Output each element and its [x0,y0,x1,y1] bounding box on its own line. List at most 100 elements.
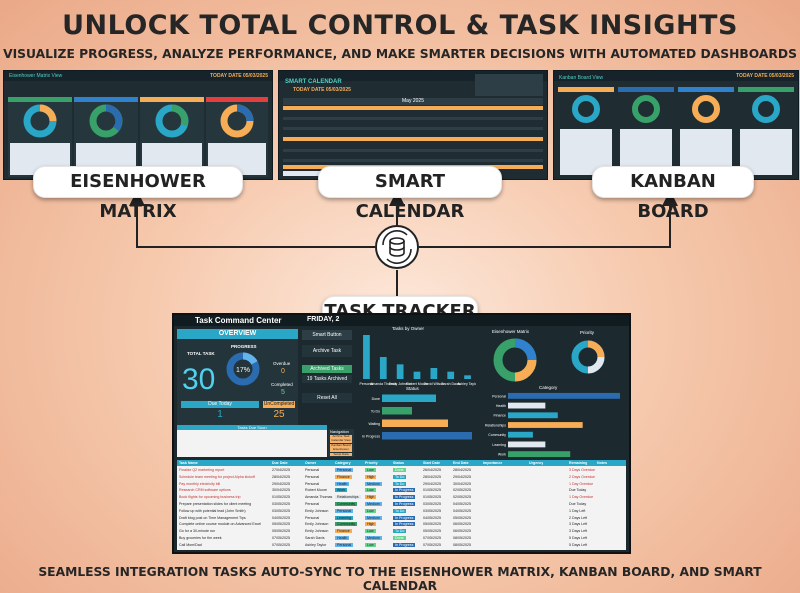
task-cell: Prepare presentation slides for client m… [179,502,252,506]
bar [508,402,546,409]
bar [382,407,412,415]
priority-title: Priority [580,330,595,335]
nav-item[interactable]: Archive Task [330,434,352,439]
task-cell: Medium [365,481,382,486]
task-cell: Low [365,508,376,513]
task-cell: High [365,495,377,500]
progress-label: PROGRESS [231,344,257,349]
completed-label: Completed [271,382,293,387]
thumb-date: TODAY DATE 05/03/2025 [210,73,268,79]
task-cell: To Do [393,529,407,534]
priority-donut [571,340,605,374]
nav-item[interactable]: Kanban Board [330,442,352,448]
task-row[interactable]: Follow up with potential lead (John Smit… [177,508,626,515]
kanban-col-inprogress [678,87,734,175]
task-cell: Draft blog post on Time Management Tips [179,515,246,520]
task-cell: Personal [305,468,320,472]
task-cell: 05/05/2025 [453,515,471,520]
smart-button[interactable]: Smart Button [302,330,352,340]
task-cell: Personal [305,502,320,506]
task-cell: In Progress [393,488,416,493]
progress-pct: 17% [236,367,250,374]
bar [508,441,546,448]
task-cell: 06/05/2025 [453,529,471,534]
task-col-header: Due Date [272,461,288,465]
task-cell: Health [335,536,350,540]
tasks-due-soon: Tasks Due Soon Task NameDeadlineDays Rem… [177,425,327,457]
eisenhower-label[interactable]: EISENHOWER MATRIX [33,166,243,222]
owner-bar [413,371,421,379]
task-cell: 01/05/2025 [272,495,290,500]
reset-all-button[interactable]: Reset All [302,393,352,403]
task-row[interactable]: Draft blog post on Time Management Tips 0… [177,515,626,522]
quadrant-delegate [140,97,204,177]
quadrant-decide [74,97,138,177]
task-cell: High [365,474,377,479]
kanban-label[interactable]: KANBAN BOARD [592,166,754,222]
bar-tick-label: Waiting [368,422,380,426]
task-cell: 05/05/2025 [423,529,441,534]
task-cell: Personal [305,515,320,520]
owner-bar [430,368,438,379]
task-cell: Emily Johnson [305,529,329,534]
task-cell: 04/05/2025 [453,508,471,513]
overview-title: OVERVIEW [177,329,298,339]
task-row[interactable]: Schedule team meeting for project Alpha … [177,474,626,481]
bar-tick-label: Done [372,397,380,401]
archive-task-checkbox[interactable]: Archive Task [302,345,352,357]
task-cell: Pay monthly electricity bill [179,481,221,486]
uncompleted-label: UnCompleted [263,401,295,408]
bar-tick-label: Personal [492,394,506,398]
task-cell: Buy groceries for the week [179,536,222,540]
nav-item[interactable]: Setup Data [330,452,352,457]
task-cell: Low [365,529,376,534]
task-table-header [177,460,626,466]
task-cell: Research CRM software options [179,488,231,493]
task-cell: 05/05/2025 [272,522,290,527]
task-col-header: Status [393,461,404,465]
bar-tick-label: Health [496,404,506,408]
calendar-label[interactable]: SMART CALENDAR [318,166,502,222]
task-cell: 08/05/2025 [453,536,471,540]
task-cell: 30/04/2025 [272,488,290,493]
task-cell: 05/05/2025 [272,529,290,534]
task-cell: Low [365,488,376,493]
task-cell: 28/04/2025 [272,474,290,479]
owner-tick-label: Personal [360,382,374,386]
task-cell: Complete online course module on Advance… [179,522,262,527]
task-cell: Personal [335,508,354,513]
task-remaining: 3 Days Left [569,522,588,527]
task-cell: Follow up with potential lead (John Smit… [179,508,246,513]
kanban-thumbnail[interactable]: Kanban Board View TODAY DATE 05/03/2025 [553,70,799,180]
task-row[interactable]: Complete online course module on Advance… [177,522,626,528]
headline: UNLOCK TOTAL CONTROL & TASK INSIGHTS [62,10,738,41]
task-col-header: Owner [305,461,317,465]
eisenhower-thumbnail[interactable]: Eisenhower Matrix View TODAY DATE 05/03/… [3,70,273,180]
calendar-thumbnail[interactable]: SMART CALENDAR TODAY DATE 05/03/2025 May… [278,70,548,180]
bar-tick-label: Community [488,433,506,437]
task-col-header: Priority [365,461,378,465]
thumb-title: SMART CALENDAR [285,79,342,85]
nav-item[interactable]: Calendar View [330,438,352,444]
task-row[interactable]: Prepare presentation slides for client m… [177,502,626,508]
task-remaining: Due Today [569,488,587,493]
calendar-month: May 2025 [283,98,543,105]
task-cell: Emily Johnson [305,508,329,513]
bar [508,422,583,428]
total-task-value: 30 [182,363,216,396]
task-cell: In Progress [393,522,416,527]
bar-tick-label: Learning [492,443,506,447]
owner-chart-title: Tasks by Owner [392,326,425,331]
task-cell: 07/05/2025 [423,536,441,540]
task-cell: 04/05/2025 [272,515,290,520]
